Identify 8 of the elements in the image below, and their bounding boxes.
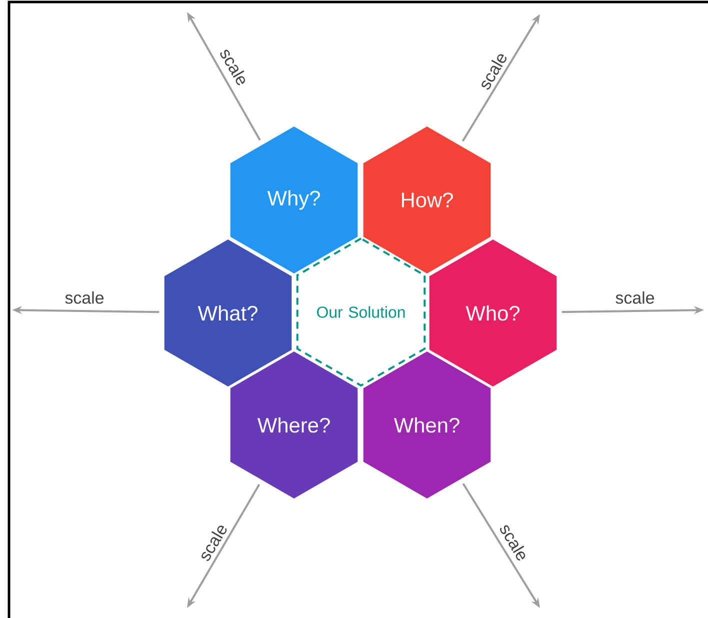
- edge-label: scale: [616, 291, 654, 304]
- hexagon: What?: [164, 240, 292, 386]
- hexagon: How?: [363, 126, 491, 274]
- hexagon: Why?: [230, 126, 358, 274]
- hexagon: Who?: [429, 240, 557, 386]
- edge-label: scale: [65, 291, 104, 304]
- hexagon: Where?: [230, 352, 358, 498]
- hexagon: When?: [363, 352, 491, 498]
